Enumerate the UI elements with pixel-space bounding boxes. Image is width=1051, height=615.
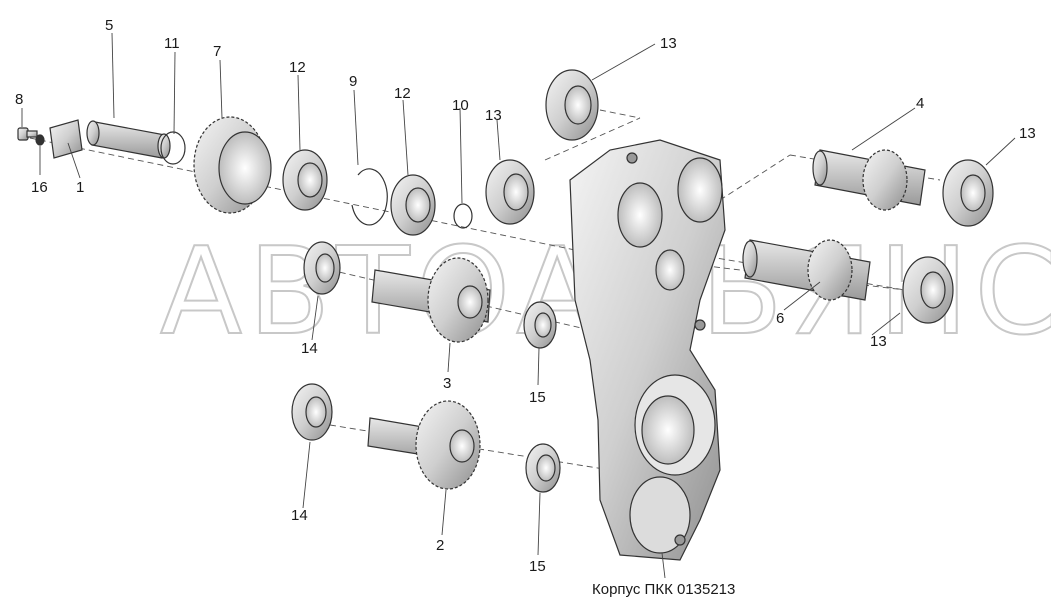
bearing-14-bottom bbox=[291, 383, 333, 441]
label-8: 8 bbox=[15, 91, 23, 108]
plate-1 bbox=[49, 119, 83, 159]
label-9: 9 bbox=[349, 73, 357, 90]
label-14-bottom: 14 bbox=[291, 507, 308, 524]
gear-shaft-3 bbox=[371, 257, 491, 343]
gear-7 bbox=[193, 116, 272, 214]
label-13-a: 13 bbox=[485, 107, 502, 124]
label-15-bottom: 15 bbox=[529, 558, 546, 575]
label-12-left: 12 bbox=[289, 59, 306, 76]
label-4: 4 bbox=[916, 95, 924, 112]
label-12-right: 12 bbox=[394, 85, 411, 102]
label-2: 2 bbox=[436, 537, 444, 554]
label-7: 7 bbox=[213, 43, 221, 60]
label-10: 10 bbox=[452, 97, 469, 114]
housing-caption: Корпус ПКК 0135213 bbox=[592, 581, 735, 598]
label-16: 16 bbox=[31, 179, 48, 196]
bearing-12-right bbox=[390, 174, 436, 236]
label-13-top: 13 bbox=[660, 35, 677, 52]
housing bbox=[569, 139, 726, 561]
bearing-14-top bbox=[303, 241, 341, 295]
bolt-8 bbox=[17, 127, 38, 141]
label-1: 1 bbox=[76, 179, 84, 196]
seal-15-top bbox=[523, 301, 557, 349]
label-13-right-bottom: 13 bbox=[870, 333, 887, 350]
snap-ring-9 bbox=[351, 168, 388, 226]
part-number-labels: 5 11 7 12 9 12 10 13 13 8 16 1 4 13 13 6… bbox=[15, 17, 1036, 575]
label-15-top: 15 bbox=[529, 389, 546, 406]
bearing-13-right-top bbox=[942, 159, 994, 227]
leader-lines bbox=[21, 32, 1016, 579]
bearing-13-right-bottom bbox=[902, 256, 954, 324]
label-5: 5 bbox=[105, 17, 113, 34]
ring-11 bbox=[160, 131, 186, 165]
seal-15-bottom bbox=[525, 443, 561, 493]
bearing-13-top bbox=[545, 69, 599, 141]
ring-10 bbox=[453, 203, 473, 229]
label-14-top: 14 bbox=[301, 340, 318, 357]
label-6: 6 bbox=[776, 310, 784, 327]
bearing-13-a bbox=[485, 159, 535, 225]
label-11: 11 bbox=[164, 35, 180, 52]
shaft-4 bbox=[812, 149, 926, 211]
gear-shaft-2 bbox=[367, 400, 481, 490]
bearing-12-left bbox=[282, 149, 328, 211]
washer-16 bbox=[35, 134, 45, 146]
label-13-right-top: 13 bbox=[1019, 125, 1036, 142]
shaft-6 bbox=[742, 239, 871, 301]
label-3: 3 bbox=[443, 375, 451, 392]
